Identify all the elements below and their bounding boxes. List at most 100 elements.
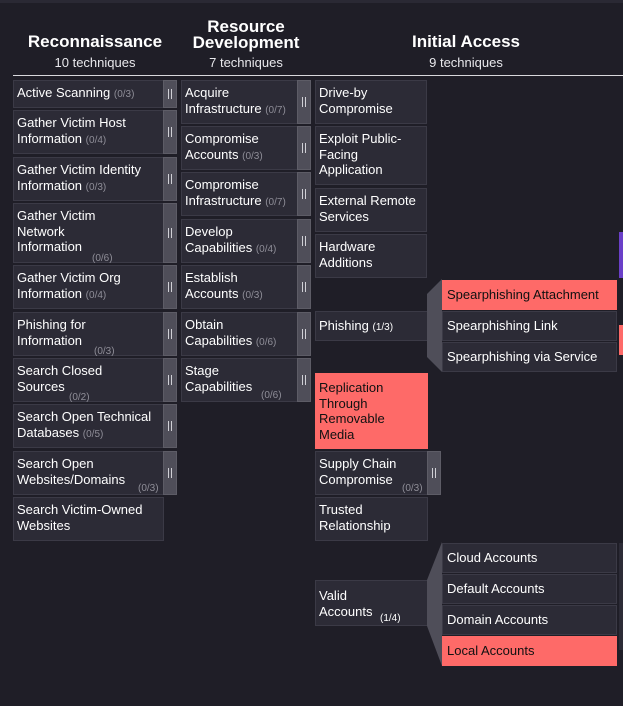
expand-handle-search-closed-sources[interactable] [163, 358, 177, 402]
next-column-edge-dark [619, 543, 623, 650]
technique-name: Trusted Relationship [319, 502, 391, 533]
technique-phishing-for-information[interactable]: Phishing for Information (0/3) [13, 312, 164, 357]
expand-handle-gather-victim-org-information[interactable] [163, 265, 177, 309]
subtechnique-local-accounts[interactable]: Local Accounts [442, 636, 617, 666]
technique-drive-by-compromise[interactable]: Drive-by Compromise [315, 80, 427, 124]
subtechnique-count: (0/3) [138, 483, 159, 494]
technique-search-open-websites-domains[interactable]: Search Open Websites/Domains (0/3) [13, 451, 164, 495]
expand-handle-active-scanning[interactable] [163, 80, 177, 108]
tactic-header-resource-development[interactable]: Resource Development 7 techniques [181, 17, 311, 71]
handle-grip-icon [168, 127, 172, 137]
expand-handle-gather-victim-host-information[interactable] [163, 110, 177, 154]
technique-trusted-relationship[interactable]: Trusted Relationship [315, 497, 428, 541]
technique-phishing[interactable]: Phishing (1/3) [315, 311, 428, 341]
technique-name: Establish Accounts [185, 270, 239, 301]
subtechnique-count: (0/6) [92, 253, 113, 264]
technique-stage-capabilities[interactable]: Stage Capabilities (0/6) [181, 358, 298, 402]
technique-gather-victim-network-information[interactable]: Gather Victim Network Information (0/6) [13, 203, 164, 264]
technique-gather-victim-org-information[interactable]: Gather Victim Org Information (0/4) [13, 265, 164, 309]
tactic-header-reconnaissance[interactable]: Reconnaissance 10 techniques [13, 32, 177, 71]
technique-name: Supply Chain Compromise [319, 456, 397, 487]
handle-grip-icon [168, 174, 172, 184]
technique-compromise-accounts[interactable]: Compromise Accounts (0/3) [181, 126, 298, 170]
handle-grip-icon [302, 189, 306, 199]
technique-name: Drive-by Compromise [319, 85, 393, 116]
expand-handle-search-open-websites-domains[interactable] [163, 451, 177, 495]
expand-handle-search-open-technical-databases[interactable] [163, 404, 177, 448]
handle-grip-icon [168, 468, 172, 478]
tactic-title: Resource Development [192, 17, 300, 52]
technique-name: Compromise Infrastructure [185, 177, 262, 208]
technique-compromise-infrastructure[interactable]: Compromise Infrastructure (0/7) [181, 172, 298, 216]
subtechnique-count: (0/5) [82, 428, 104, 440]
technique-search-open-technical-databases[interactable]: Search Open Technical Databases (0/5) [13, 404, 164, 448]
technique-replication-through-removable-media[interactable]: Replication Through Removable Media [315, 373, 428, 449]
technique-name: Search Closed Sources [17, 363, 103, 394]
subtechnique-count: (0/2) [69, 392, 90, 403]
subtechnique-default-accounts[interactable]: Default Accounts [442, 574, 617, 604]
tactic-header-initial-access[interactable]: Initial Access 9 techniques [315, 32, 617, 71]
technique-exploit-public-facing-application[interactable]: Exploit Public-Facing Application [315, 126, 427, 185]
technique-search-victim-owned-websites[interactable]: Search Victim-Owned Websites [13, 497, 164, 541]
subtechnique-spearphishing-via-service[interactable]: Spearphishing via Service [442, 342, 617, 372]
bracket-shape [427, 279, 442, 372]
expand-handle-compromise-infrastructure[interactable] [297, 172, 311, 216]
technique-active-scanning[interactable]: Active Scanning (0/3) [13, 80, 164, 108]
handle-grip-icon [168, 282, 172, 292]
technique-name: Obtain Capabilities [185, 317, 253, 348]
expand-handle-gather-victim-identity-information[interactable] [163, 157, 177, 201]
technique-search-closed-sources[interactable]: Search Closed Sources (0/2) [13, 358, 164, 403]
technique-name: Gather Victim Network Information [17, 208, 96, 254]
expand-handle-stage-capabilities[interactable] [297, 358, 311, 402]
expand-handle-compromise-accounts[interactable] [297, 126, 311, 170]
header-divider [13, 75, 623, 76]
bracket-shape [427, 542, 442, 666]
technique-gather-victim-host-information[interactable]: Gather Victim Host Information (0/4) [13, 110, 164, 154]
technique-gather-victim-identity-information[interactable]: Gather Victim Identity Information (0/3) [13, 157, 164, 201]
technique-name: Search Open Technical Databases [17, 409, 152, 440]
subtechnique-spearphishing-link[interactable]: Spearphishing Link [442, 311, 617, 341]
subtechnique-count: (0/4) [85, 289, 107, 301]
technique-name: Gather Victim Org Information [17, 270, 121, 301]
expand-handle-supply-chain-compromise[interactable] [427, 451, 441, 495]
subtechnique-count: (0/3) [402, 483, 423, 494]
next-column-edge-purple [619, 232, 623, 278]
top-bar [0, 0, 623, 3]
technique-develop-capabilities[interactable]: Develop Capabilities (0/4) [181, 219, 298, 263]
subtechnique-count: (1/4) [380, 613, 401, 624]
subtechnique-count: (0/4) [85, 134, 107, 146]
technique-name: Replication Through Removable Media [319, 380, 385, 442]
expand-handle-establish-accounts[interactable] [297, 265, 311, 309]
technique-name: Hardware Additions [319, 239, 376, 270]
subtechnique-spearphishing-attachment[interactable]: Spearphishing Attachment [442, 280, 617, 310]
technique-valid-accounts[interactable]: Valid Accounts (1/4) [315, 580, 428, 626]
subtechnique-cloud-accounts[interactable]: Cloud Accounts [442, 543, 617, 573]
tactic-title: Reconnaissance [27, 32, 163, 51]
subtechnique-domain-accounts[interactable]: Domain Accounts [442, 605, 617, 635]
tactic-title: Initial Access [411, 32, 521, 51]
technique-name: Active Scanning [17, 85, 111, 100]
technique-name: Develop Capabilities [185, 224, 253, 255]
expand-handle-acquire-infrastructure[interactable] [297, 80, 311, 124]
expand-handle-obtain-capabilities[interactable] [297, 312, 311, 356]
subtechnique-count: (0/4) [255, 243, 277, 255]
technique-supply-chain-compromise[interactable]: Supply Chain Compromise (0/3) [315, 451, 428, 495]
expand-handle-develop-capabilities[interactable] [297, 219, 311, 263]
expand-handle-gather-victim-network-information[interactable] [163, 203, 177, 263]
technique-obtain-capabilities[interactable]: Obtain Capabilities (0/6) [181, 312, 298, 356]
tactic-count: 10 techniques [54, 55, 136, 70]
technique-acquire-infrastructure[interactable]: Acquire Infrastructure (0/7) [181, 80, 298, 124]
technique-external-remote-services[interactable]: External Remote Services [315, 188, 427, 232]
technique-hardware-additions[interactable]: Hardware Additions [315, 234, 427, 278]
technique-establish-accounts[interactable]: Establish Accounts (0/3) [181, 265, 298, 309]
tactic-count: 7 techniques [209, 55, 283, 70]
next-column-edge-red [619, 325, 623, 355]
technique-name: Acquire Infrastructure [185, 85, 262, 116]
subtechnique-count: (0/7) [265, 196, 286, 208]
technique-name: Gather Victim Host Information [17, 115, 126, 146]
technique-name: Exploit Public-Facing Application [319, 131, 402, 177]
technique-name: Stage Capabilities [185, 363, 253, 394]
expand-handle-phishing-for-information[interactable] [163, 312, 177, 356]
technique-name: External Remote Services [319, 193, 416, 224]
subtechnique-count: (0/3) [94, 346, 115, 357]
